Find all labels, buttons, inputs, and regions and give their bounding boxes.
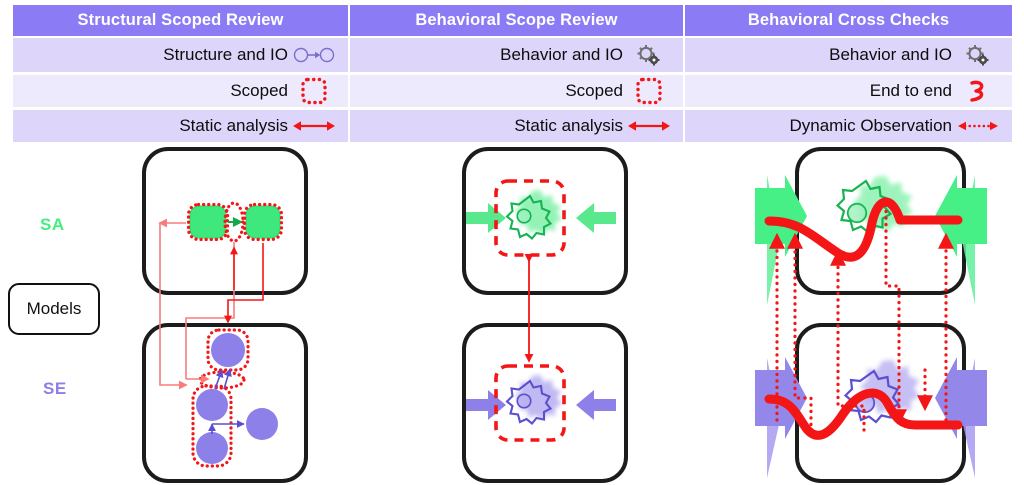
table-cell-3-1: Behavior and IO bbox=[685, 38, 1012, 72]
layer-label-se: SE bbox=[43, 379, 67, 398]
table-cell-1-2: Scoped bbox=[13, 75, 348, 107]
cell-label: Static analysis bbox=[514, 116, 623, 135]
cell-label: Behavior and IO bbox=[500, 45, 623, 64]
table-column-structural-scoped-review: Structural Scoped Review Structure and I… bbox=[13, 5, 348, 142]
signal-squiggle-icon bbox=[952, 76, 1004, 106]
panel-behavioral-scope-sa bbox=[462, 147, 628, 295]
cell-label: Scoped bbox=[565, 81, 623, 100]
table-cell-1-3: Static analysis bbox=[13, 110, 348, 142]
nodes-link-icon bbox=[288, 45, 340, 65]
cell-label: Dynamic Observation bbox=[789, 116, 952, 135]
double-headed-arrow-icon bbox=[288, 118, 340, 134]
cell-label: Static analysis bbox=[179, 116, 288, 135]
panel-cross-checks-sa bbox=[795, 147, 966, 295]
dotted-scope-box-icon bbox=[623, 77, 675, 105]
table-cell-3-3: Dynamic Observation bbox=[685, 110, 1012, 142]
gears-icon bbox=[623, 42, 675, 68]
table-cell-1-1: Structure and IO bbox=[13, 38, 348, 72]
gears-icon bbox=[952, 42, 1004, 68]
cell-label: Structure and IO bbox=[163, 45, 288, 64]
table-cell-3-2: End to end bbox=[685, 75, 1012, 107]
double-headed-arrow-icon bbox=[623, 118, 675, 134]
layer-label-sa: SA bbox=[40, 215, 65, 234]
column-header-2: Behavioral Scope Review bbox=[350, 5, 683, 36]
cell-label: End to end bbox=[869, 81, 952, 100]
column-header-1: Structural Scoped Review bbox=[13, 5, 348, 36]
panel-behavioral-scope-se bbox=[462, 323, 628, 483]
table-column-behavioral-cross-checks: Behavioral Cross Checks Behavior and IO bbox=[685, 5, 1012, 142]
models-label: Models bbox=[26, 299, 82, 318]
panel-structural-se bbox=[142, 323, 308, 483]
dotted-double-arrow-icon bbox=[952, 118, 1004, 134]
table-column-behavioral-scope-review: Behavioral Scope Review Behavior and IO bbox=[350, 5, 683, 142]
models-box: Models bbox=[8, 283, 100, 335]
cell-label: Behavior and IO bbox=[829, 45, 952, 64]
table-cell-2-1: Behavior and IO bbox=[350, 38, 683, 72]
column-header-3: Behavioral Cross Checks bbox=[685, 5, 1012, 36]
panel-structural-sa bbox=[142, 147, 308, 295]
table-cell-2-2: Scoped bbox=[350, 75, 683, 107]
cell-label: Scoped bbox=[230, 81, 288, 100]
table-cell-2-3: Static analysis bbox=[350, 110, 683, 142]
panel-cross-checks-se bbox=[795, 323, 966, 483]
dotted-scope-box-icon bbox=[288, 77, 340, 105]
comparison-table: Structural Scoped Review Structure and I… bbox=[13, 5, 1012, 143]
